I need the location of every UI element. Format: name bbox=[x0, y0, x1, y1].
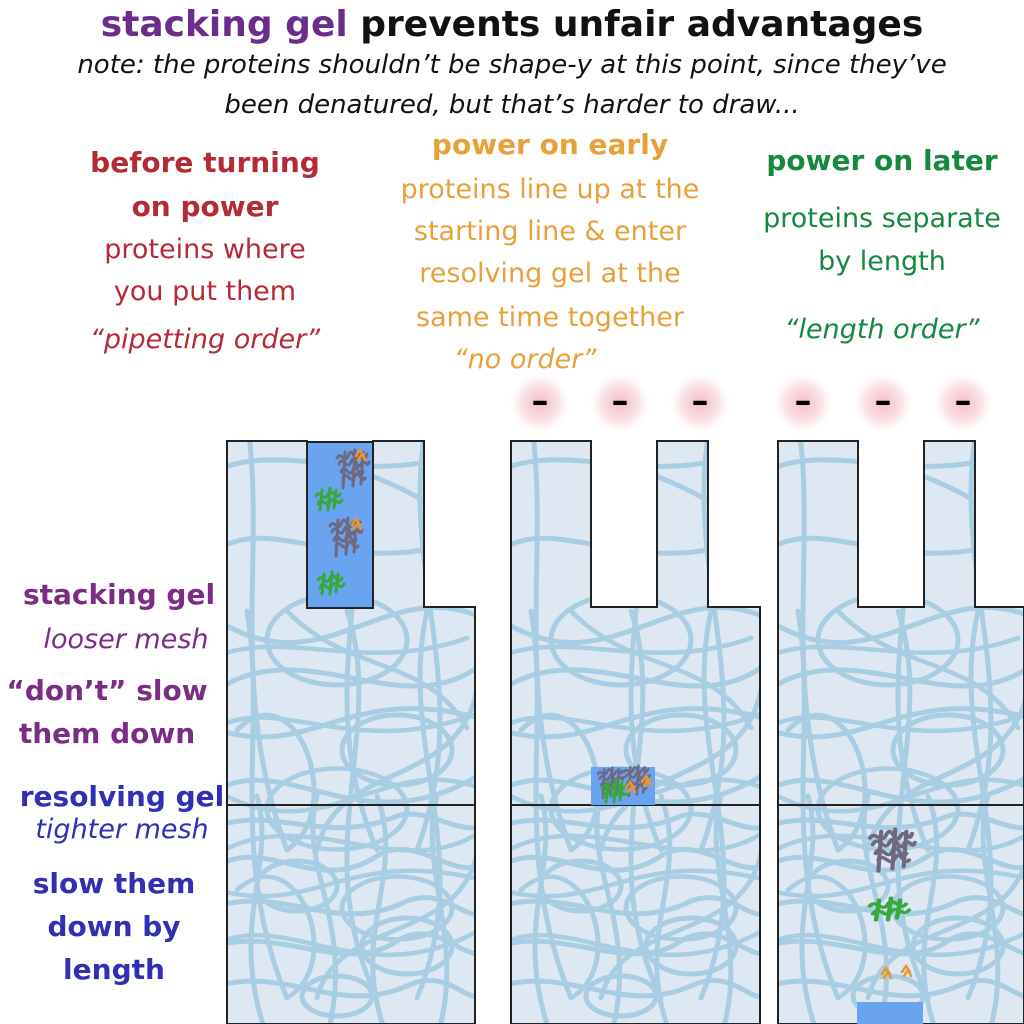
panel-2-desc-line-3: resolving gel at the bbox=[419, 258, 681, 289]
electrode-symbol: – bbox=[612, 381, 629, 421]
electrode-symbol: – bbox=[532, 381, 549, 421]
side-label-dont-slow-line-2: them down bbox=[18, 717, 196, 750]
gel-panel-1 bbox=[226, 440, 476, 1024]
sample-band-bottom bbox=[857, 1002, 923, 1024]
electrode-symbol: – bbox=[692, 381, 709, 421]
title-highlight: stacking gel bbox=[100, 4, 348, 45]
panel-2-desc-line-4: same time together bbox=[416, 302, 684, 333]
panel-1-heading-line-2: on power bbox=[131, 190, 279, 223]
panel-2-quote: “no order” bbox=[453, 344, 597, 375]
panel-1-desc-line-1: proteins where bbox=[104, 234, 306, 265]
gel-panel-2 bbox=[510, 440, 761, 1024]
panel-1-quote: “pipetting order” bbox=[89, 324, 321, 355]
panel-1-heading-line-1: before turning bbox=[90, 146, 320, 179]
panel-2-desc-line-2: starting line & enter bbox=[413, 216, 687, 247]
panel-2-heading: power on early bbox=[431, 128, 669, 161]
negative-electrodes: – – – – – – bbox=[508, 371, 995, 435]
panel-1-desc-line-2: you put them bbox=[113, 276, 297, 307]
side-label-stacking-gel: stacking gel bbox=[22, 578, 216, 611]
panel-2-desc-line-1: proteins line up at the bbox=[400, 174, 700, 205]
panel-3-desc-line-1: proteins separate bbox=[763, 203, 1001, 234]
panel-3-quote: “length order” bbox=[784, 314, 980, 345]
electrode-symbol: – bbox=[795, 381, 812, 421]
note-line-2: been denatured, but that’s harder to dra… bbox=[224, 90, 800, 120]
panel-3-desc-line-2: by length bbox=[818, 246, 946, 277]
diagram-title: stacking gel prevents unfair advantages bbox=[0, 4, 1024, 45]
side-label-slow-line-3: length bbox=[63, 953, 165, 986]
side-label-slow-line-1: slow them bbox=[32, 867, 196, 900]
panel-3-heading: power on later bbox=[766, 144, 998, 177]
side-label-slow-line-2: down by bbox=[47, 910, 181, 943]
side-label-resolving-gel: resolving gel bbox=[19, 780, 225, 813]
side-label-looser-mesh: looser mesh bbox=[43, 624, 209, 655]
electrode-symbol: – bbox=[955, 381, 972, 421]
side-label-tighter-mesh: tighter mesh bbox=[35, 814, 209, 845]
title-rest: prevents unfair advantages bbox=[347, 4, 924, 45]
note-line-1: note: the proteins shouldn’t be shape-y … bbox=[77, 50, 947, 80]
side-label-dont-slow-line-1: “don’t” slow bbox=[6, 674, 208, 707]
gel-panel-3 bbox=[777, 440, 1024, 1024]
electrode-symbol: – bbox=[875, 381, 892, 421]
